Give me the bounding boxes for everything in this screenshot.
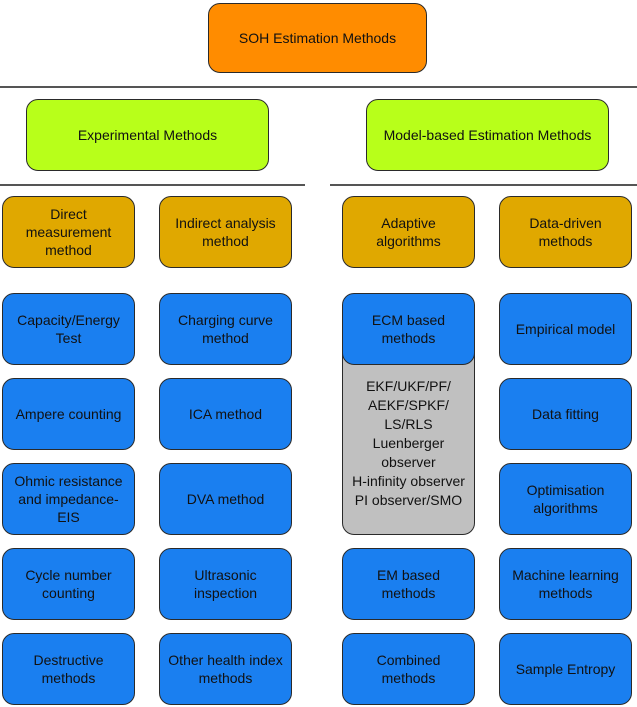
category-model-based-methods: Model-based Estimation Methods: [366, 99, 609, 171]
subcategory-data-driven: Data-driven methods: [499, 196, 632, 268]
em-methods-box: EM based methods: [342, 548, 475, 620]
indirect-method-box: ICA method: [159, 378, 292, 450]
direct-method-box: Capacity/Energy Test: [2, 293, 135, 365]
divider-top: [0, 86, 637, 88]
data-driven-method-box: Machine learning methods: [499, 548, 632, 620]
combined-methods-box: Combined methods: [342, 633, 475, 705]
divider-model-based: [330, 184, 637, 186]
direct-method-box: Ampere counting: [2, 378, 135, 450]
category-experimental-methods: Experimental Methods: [26, 99, 269, 171]
indirect-method-box: Charging curve method: [159, 293, 292, 365]
root-node-soh-estimation-methods: SOH Estimation Methods: [208, 3, 427, 73]
subcategory-direct-measurement: Direct measurement method: [2, 196, 135, 268]
data-driven-method-box: Data fitting: [499, 378, 632, 450]
subcategory-adaptive-algorithms: Adaptive algorithms: [342, 196, 475, 268]
data-driven-method-box: Optimisation algorithms: [499, 463, 632, 535]
direct-method-box: Destructive methods: [2, 633, 135, 705]
observer-methods-box: EKF/UKF/PF/ AEKF/SPKF/ LS/RLS Luenberger…: [342, 340, 475, 535]
direct-method-box: Ohmic resistance and impedance-EIS: [2, 463, 135, 535]
indirect-method-box: DVA method: [159, 463, 292, 535]
indirect-method-box: Ultrasonic inspection: [159, 548, 292, 620]
data-driven-method-box: Empirical model: [499, 293, 632, 365]
divider-experimental: [0, 184, 305, 186]
ecm-methods-box: ECM based methods: [342, 293, 475, 365]
subcategory-indirect-analysis: Indirect analysis method: [159, 196, 292, 268]
direct-method-box: Cycle number counting: [2, 548, 135, 620]
indirect-method-box: Other health index methods: [159, 633, 292, 705]
data-driven-method-box: Sample Entropy: [499, 633, 632, 705]
